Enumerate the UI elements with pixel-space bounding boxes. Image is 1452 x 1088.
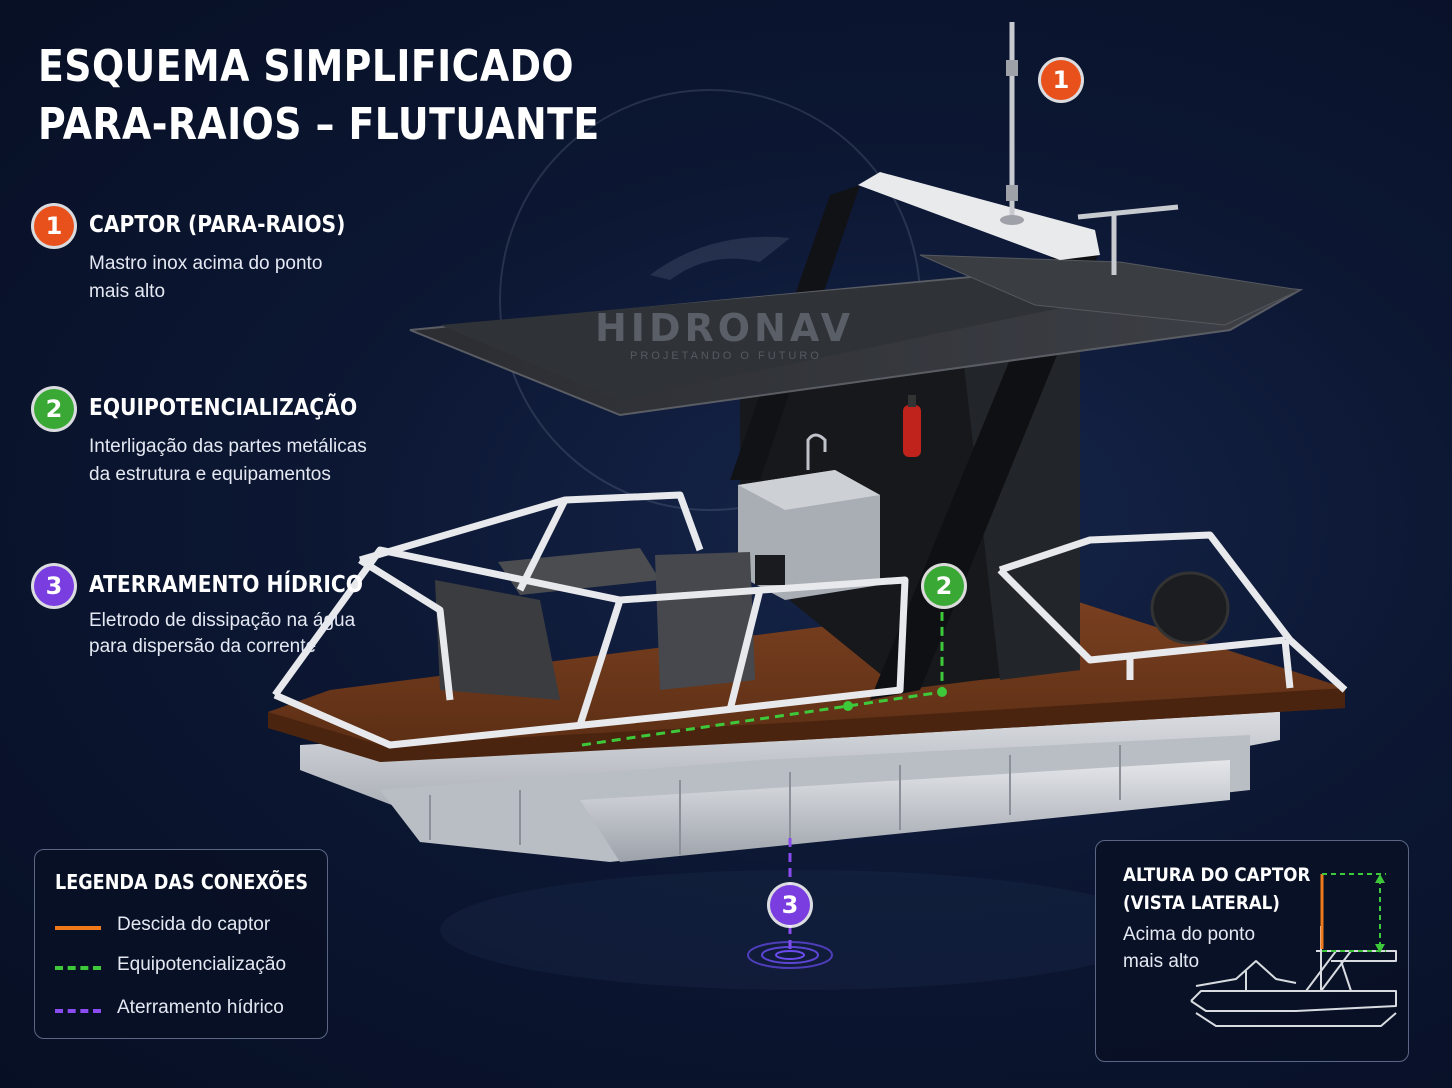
page-title: ESQUEMA SIMPLIFICADO PARA-RAIOS – FLUTUA… (38, 38, 600, 154)
side-view-title: ALTURA DO CAPTOR (VISTA LATERAL) (1123, 861, 1310, 917)
item-title: CAPTOR (PARA-RAIOS) (89, 212, 346, 238)
watermark-name: HIDRONAV (595, 306, 855, 350)
item-description: Interligação das partes metálicas da est… (89, 433, 409, 489)
roof-solar-panel (409, 254, 1304, 417)
legend-title: LEGENDA DAS CONEXÕES (55, 870, 309, 894)
fire-extinguisher-icon (903, 395, 921, 457)
equipotential-line (581, 612, 944, 747)
item-desc-line-2: para dispersão da corrente (89, 636, 317, 657)
legend-line-dashed-purple (55, 1009, 101, 1013)
item-description: Mastro inox acima do ponto mais alto (89, 250, 409, 306)
side-view-title-line-2: (VISTA LATERAL) (1123, 892, 1280, 914)
legend-label: Equipotencialização (117, 954, 287, 975)
antenna (1077, 204, 1179, 275)
item-title: EQUIPOTENCIALIZAÇÃO (89, 395, 358, 421)
item-desc-line-1: Interligação das partes metálicas (89, 436, 367, 457)
callout-captor: 1 (1041, 60, 1081, 100)
side-view-desc-line-2: mais alto (1123, 951, 1200, 972)
legend-box: LEGENDA DAS CONEXÕES Descida do captor E… (34, 849, 328, 1039)
item-desc-line-2: mais alto (89, 281, 166, 302)
legend-row-aterramento: Aterramento hídrico (55, 997, 315, 1025)
callout-equipotential: 2 (924, 566, 964, 606)
side-view-diagram (1190, 873, 1397, 1027)
side-view-desc-line-1: Acima do ponto (1123, 924, 1256, 945)
title-line-2: PARA-RAIOS – FLUTUANTE (38, 99, 600, 150)
item-desc-line-1: Eletrodo de dissipação na água (89, 610, 356, 631)
legend-row-equipotencial: Equipotencialização (55, 954, 315, 982)
side-view-description: Acima do ponto mais alto (1123, 921, 1255, 975)
legend-line-dashed-green (55, 966, 101, 970)
item-badge-2: 2 (34, 389, 74, 429)
legend-row-descida: Descida do captor (55, 914, 315, 942)
grounding-electrode-ripple (747, 941, 833, 969)
legend-label: Descida do captor (117, 914, 271, 935)
item-badge-1: 1 (34, 206, 74, 246)
kitchen-unit (738, 433, 880, 600)
item-description: Eletrodo de dissipação na água para disp… (89, 608, 409, 660)
legend-line-solid-orange (55, 926, 101, 930)
watermark-tagline: PROJETANDO O FUTURO (630, 350, 822, 362)
item-desc-line-1: Mastro inox acima do ponto (89, 253, 323, 274)
captor-mast (1000, 22, 1024, 225)
item-badge-3: 3 (34, 566, 74, 606)
item-desc-line-2: da estrutura e equipamentos (89, 464, 331, 485)
hull (300, 690, 1280, 862)
callout-grounding: 3 (770, 885, 810, 925)
water-reflection (440, 870, 1160, 990)
side-view-box: ALTURA DO CAPTOR (VISTA LATERAL) Acima d… (1095, 840, 1409, 1062)
title-line-1: ESQUEMA SIMPLIFICADO (38, 41, 575, 92)
item-title: ATERRAMENTO HÍDRICO (89, 572, 363, 598)
watermark-boat-icon (650, 236, 790, 280)
stern-drum (1150, 571, 1230, 645)
roof-top-cap (858, 172, 1100, 260)
railing (272, 491, 1348, 749)
legend-label: Aterramento hídrico (117, 997, 284, 1018)
side-view-title-line-1: ALTURA DO CAPTOR (1123, 864, 1311, 886)
